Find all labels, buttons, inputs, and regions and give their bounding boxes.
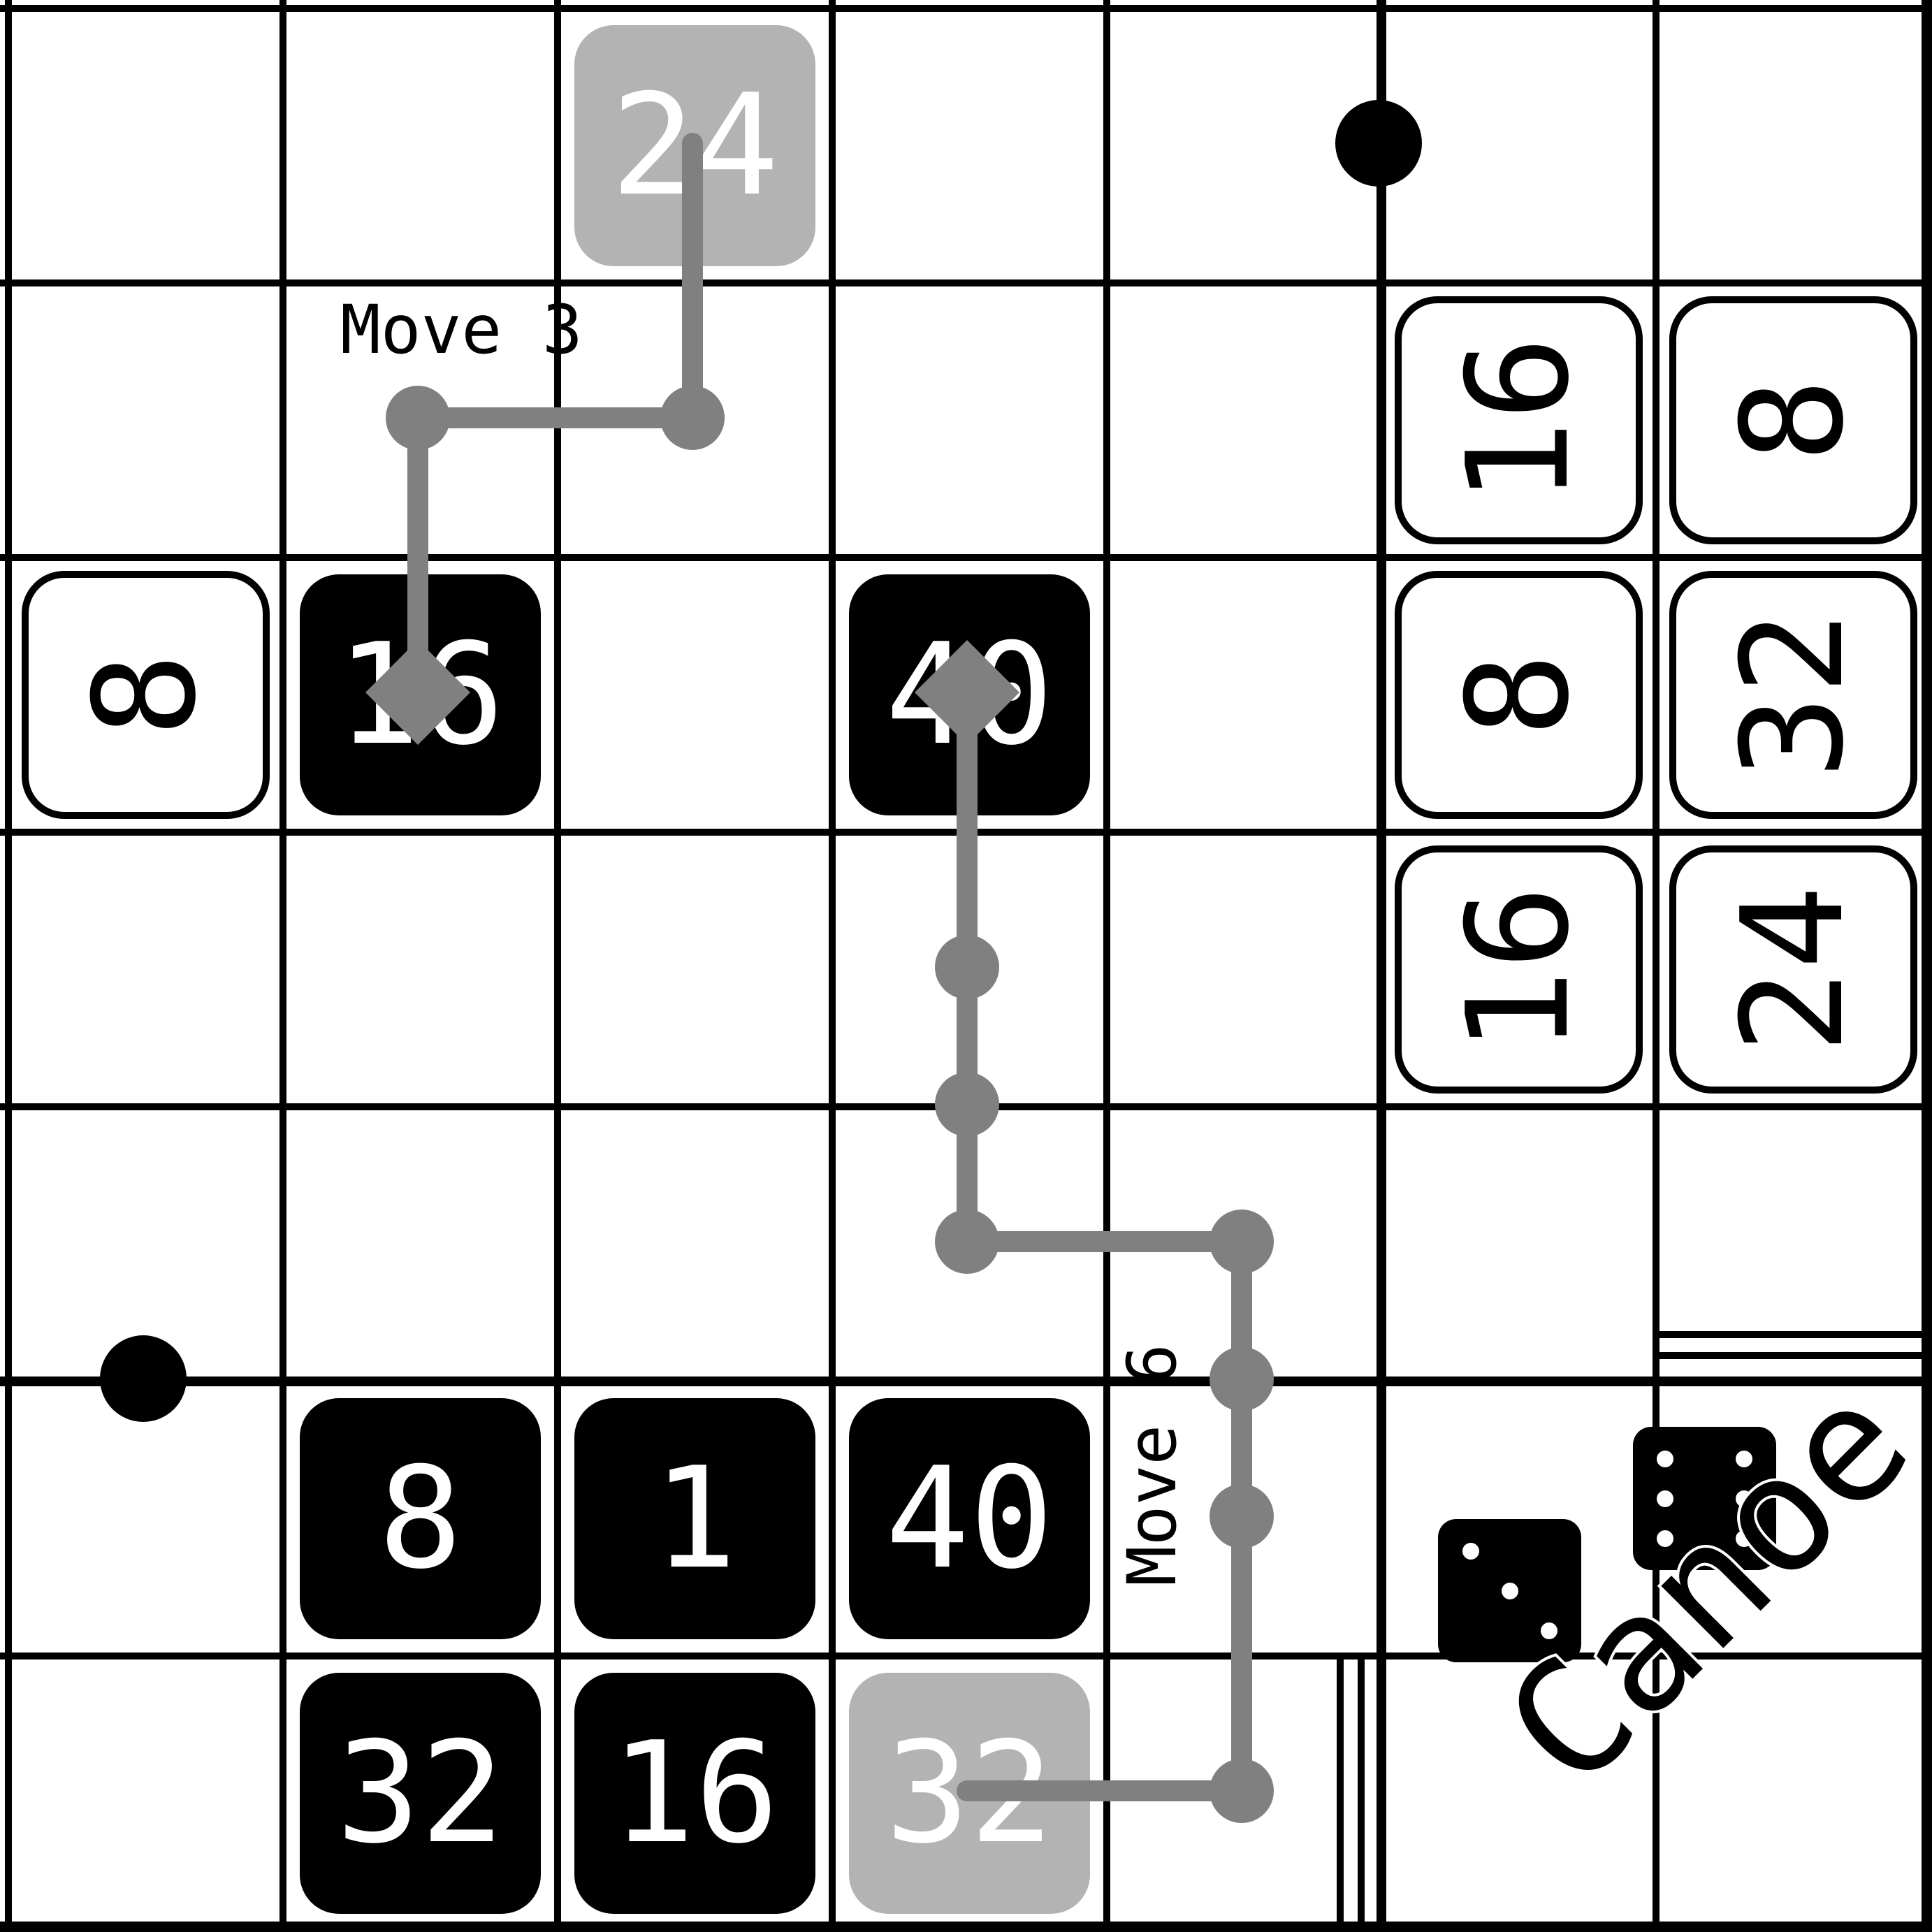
left-tile-16[interactable]: 16 (574, 1673, 815, 1914)
tile-face (300, 1673, 541, 1914)
right-tile-32[interactable]: 32 (1669, 571, 1917, 819)
tile-face (1669, 296, 1917, 544)
tile-face (300, 1398, 541, 1639)
tile-face (22, 571, 270, 819)
tile-value: 8 (1712, 378, 1875, 462)
left-tile-8[interactable]: 8 (22, 571, 270, 819)
player-marker-left (100, 1335, 187, 1422)
tile-face (574, 1398, 815, 1639)
tile-face (849, 1398, 1090, 1639)
path-waypoint-dot (386, 386, 450, 450)
move-path-line (407, 133, 703, 703)
tile-value: 1 (653, 1437, 736, 1600)
tile-face (574, 1673, 815, 1914)
tile-face (1395, 296, 1643, 544)
die-three-icon[interactable] (1438, 1519, 1581, 1662)
player-marker-top (1335, 100, 1422, 187)
tile-value: 40 (885, 1437, 1054, 1600)
left-tile-8[interactable]: 8 (300, 1398, 541, 1639)
move-label-3-text: Move 3 (340, 291, 583, 369)
tile-value: 16 (611, 1712, 779, 1875)
right-tile-8[interactable]: 8 (1669, 296, 1917, 544)
marker-layer (100, 100, 1422, 1422)
move-path-layer (365, 133, 1274, 1823)
path-waypoint-dot (1210, 1484, 1274, 1548)
tile-face (1395, 571, 1643, 819)
tile-value: 8 (64, 653, 227, 736)
tile-face (1669, 571, 1917, 819)
right-tile-8[interactable]: 8 (1395, 571, 1643, 819)
tile-value: 32 (1712, 611, 1875, 779)
left-tile-1[interactable]: 1 (574, 1398, 815, 1639)
left-tile-40[interactable]: 40 (849, 1398, 1090, 1639)
move-label-3: Move 3 (340, 291, 583, 369)
tile-value: 24 (1712, 885, 1875, 1054)
path-end-diamond (365, 640, 470, 745)
path-midpoint-dot (935, 1072, 999, 1137)
path-waypoint-dot (1210, 1759, 1274, 1823)
right-tile-16[interactable]: 16 (1395, 296, 1643, 544)
tile-value: 8 (378, 1437, 462, 1600)
tile-value: 32 (336, 1712, 504, 1875)
tile-value: 8 (1437, 653, 1600, 736)
path-end-diamond (915, 640, 1019, 745)
path-waypoint-dot (935, 935, 999, 999)
tile-face (1395, 845, 1643, 1094)
path-waypoint-dot (935, 1210, 999, 1274)
tile-face (1669, 845, 1917, 1094)
path-waypoint-dot (1210, 1210, 1274, 1274)
right-tile-24[interactable]: 24 (1669, 845, 1917, 1094)
move-label-6: Move 6 (1113, 1344, 1191, 1586)
left-tile-32[interactable]: 32 (300, 1673, 541, 1914)
die-six-icon[interactable] (1633, 1427, 1776, 1570)
tile-value: 16 (1437, 885, 1600, 1054)
tile-value: 16 (1437, 336, 1600, 504)
path-waypoint-dot (660, 386, 725, 450)
right-tile-16[interactable]: 16 (1395, 845, 1643, 1094)
move-label-6-text: Move 6 (1113, 1344, 1191, 1586)
path-midpoint-dot (1210, 1346, 1274, 1411)
